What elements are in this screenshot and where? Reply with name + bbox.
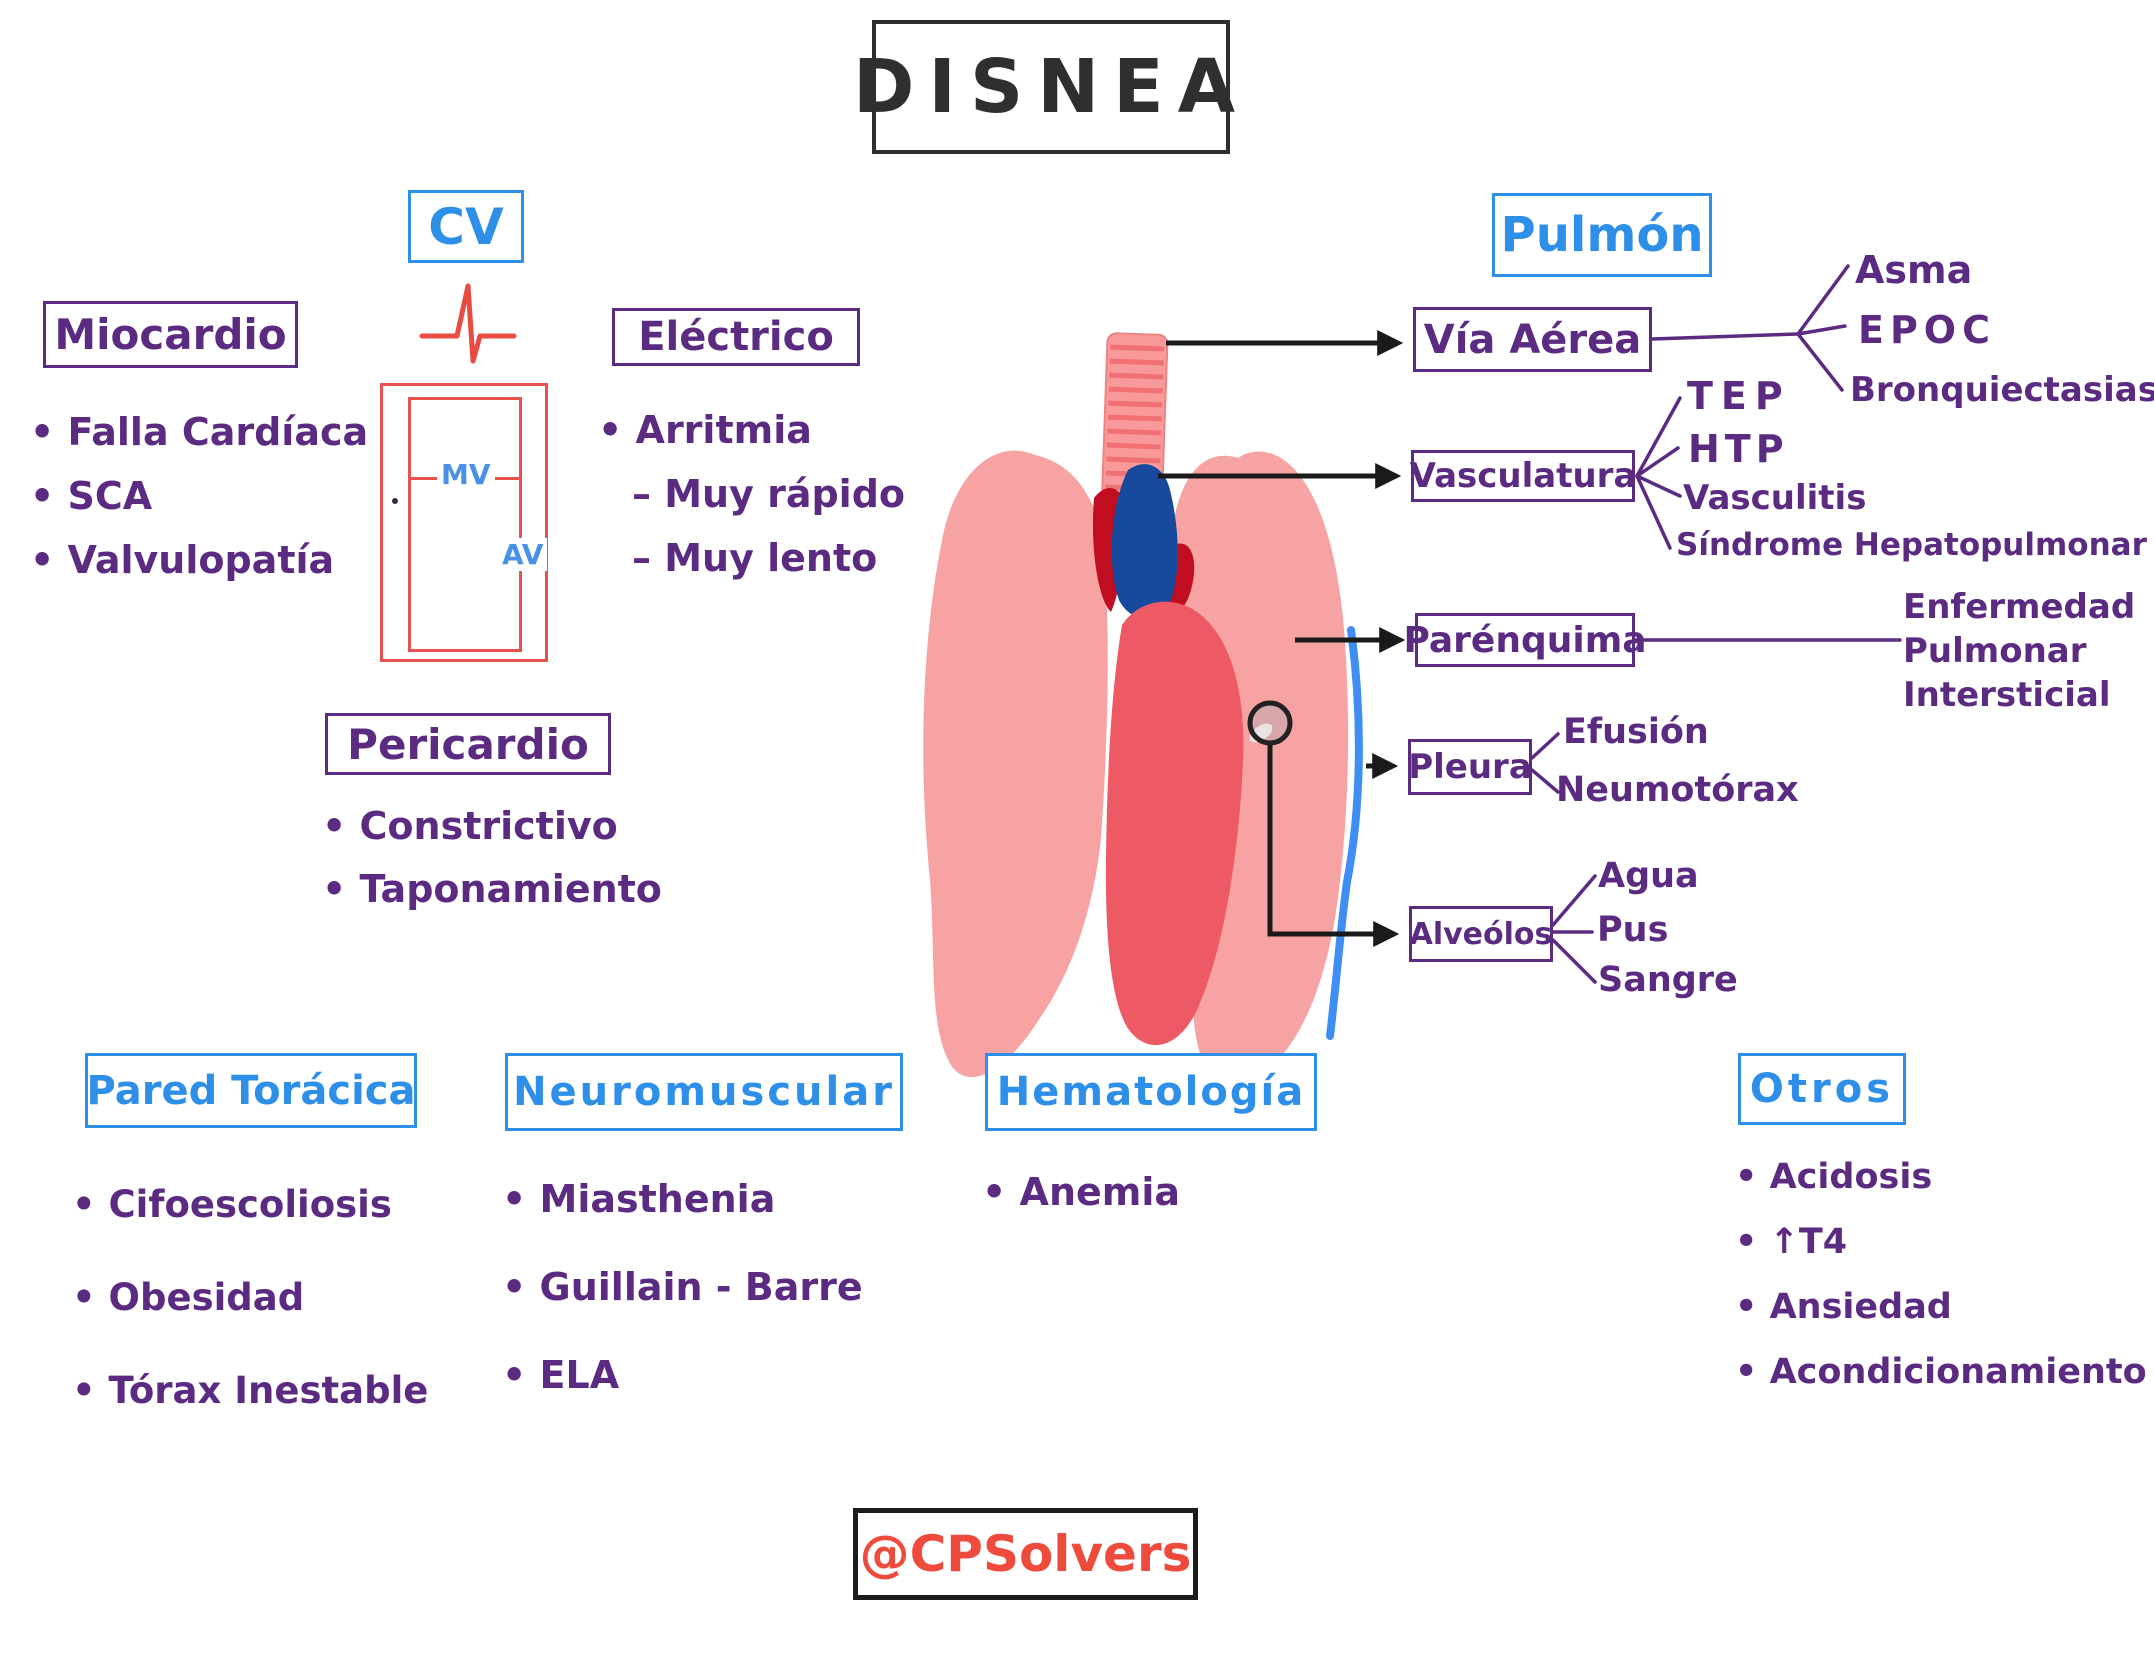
mitral-valve-label: MV [437,458,495,491]
pared-toracica-box: Pared Torácica [85,1053,417,1128]
cv-section-badge: CV [408,190,524,263]
alveolos-item-pus: Pus [1597,910,1669,950]
pulmon-section-badge: Pulmón [1492,193,1712,277]
arrow-alveolos [1267,745,1400,947]
miocardio-list: Falla Cardíaca SCA Valvulopatía [30,400,369,592]
alveolos-item-sangre: Sangre [1598,960,1738,1000]
valve-diagram-inner-rect [408,397,522,652]
miocardio-item-sca: SCA [30,464,368,528]
electrico-box: Eléctrico [612,308,860,366]
pericardio-item-taponamiento: Taponamiento [322,858,662,921]
branch-line-tep [1635,396,1682,478]
branch-line-bronquiectasias [1796,332,1844,392]
hematologia-box: Hematología [985,1053,1317,1131]
pleura-item-efusion: Efusión [1563,712,1709,752]
neuromuscular-list: Miasthenia Guillain - Barre ELA [502,1155,863,1419]
via-aerea-item-asma: Asma [1855,248,1973,292]
electrico-item-arritmia: Arritmia [598,398,905,462]
pared-item-obesidad: Obesidad [72,1251,428,1344]
neuro-item-miasthenia: Miasthenia [502,1155,863,1243]
alveoli-magnifier-icon [1247,700,1293,746]
valve-diagram-outer-rect [380,383,548,662]
great-vessel-blue-icon [1111,464,1178,618]
ecg-spike-icon [419,283,517,364]
vasculatura-item-tep: TEP [1687,374,1791,418]
branch-line-neumotorax [1530,768,1560,794]
otros-list: Acidosis ↑T4 Ansiedad Acondicionamiento [1735,1145,2147,1405]
epi-line-pulmonar: Pulmonar [1903,631,2087,671]
signature-badge: @CPSolvers [853,1508,1198,1600]
parenquima-box: Parénquima [1403,613,1647,667]
branch-line-htp [1635,446,1680,478]
vasculatura-box: Vasculatura [1410,450,1636,502]
pericardio-box: Pericardio [325,713,611,775]
otros-item-acondicionamiento: Acondicionamiento [1735,1340,2147,1405]
heart-illustration [1105,601,1244,1046]
branch-line-epoc [1796,324,1847,336]
miocardio-box: Miocardio [43,301,298,368]
otros-box: Otros [1738,1053,1906,1125]
left-lung-illustration [923,450,1108,1078]
neuro-item-guillain-barre: Guillain - Barre [502,1243,863,1331]
pared-toracica-list: Cifoescoliosis Obesidad Tórax Inestable [72,1158,429,1437]
miocardio-item-falla-cardiaca: Falla Cardíaca [30,400,369,464]
vasculatura-item-sindrome-hepatopulmonar: Síndrome Hepatopulmonar [1676,527,2147,563]
neuromuscular-box: Neuromuscular [505,1053,903,1131]
otros-item-acidosis: Acidosis [1735,1145,2147,1210]
alveolos-item-agua: Agua [1598,856,1699,896]
branch-line-vasculitis [1635,474,1682,498]
otros-item-t4: ↑T4 [1735,1210,2147,1275]
pericardio-list: Constrictivo Taponamiento [322,795,662,921]
branch-line-agua [1551,874,1597,927]
branch-line-efusion [1530,732,1560,760]
pleura-line-icon [1326,626,1363,1040]
neuro-item-ela: ELA [502,1331,863,1419]
hematologia-list: Anemia [982,1162,1181,1222]
branch-line-sindrome [1635,474,1672,550]
hema-item-anemia: Anemia [982,1162,1181,1222]
electrico-list: Arritmia Muy rápido Muy lento [598,398,906,590]
parenquima-item-epi: Enfermedad Pulmonar Intersticial [1903,585,2135,717]
miocardio-item-valvulopatia: Valvulopatía [30,528,368,592]
via-aerea-box: Vía Aérea [1413,307,1652,372]
epi-line-intersticial: Intersticial [1903,675,2111,715]
aortic-valve-label: AV [498,538,548,571]
vasculatura-item-vasculitis: Vasculitis [1683,478,1867,518]
pericardio-item-constrictivo: Constrictivo [322,795,662,858]
branch-line-asma [1796,264,1850,336]
pared-item-torax-inestable: Tórax Inestable [72,1344,429,1437]
valve-dot-mark [392,498,398,504]
electrico-subitem-muy-rapido: Muy rápido [598,462,905,526]
branch-line-sangre [1551,938,1597,984]
pleura-item-neumotorax: Neumotórax [1556,770,1799,810]
epi-line-enfermedad: Enfermedad [1903,587,2136,627]
pared-item-cifoescoliosis: Cifoescoliosis [72,1158,428,1251]
via-aerea-item-bronquiectasias: Bronquiectasias [1850,370,2154,410]
page-title: DISNEA [853,20,1235,154]
electrico-subitem-muy-lento: Muy lento [598,526,905,590]
pleura-box: Pleura [1408,739,1532,795]
vasculatura-item-htp: HTP [1688,427,1789,471]
otros-item-ansiedad: Ansiedad [1735,1275,2147,1340]
via-aerea-item-epoc: EPOC [1858,308,1996,352]
branch-line-via-aerea [1650,332,1800,341]
alveolos-box: Alveólos [1409,906,1553,962]
